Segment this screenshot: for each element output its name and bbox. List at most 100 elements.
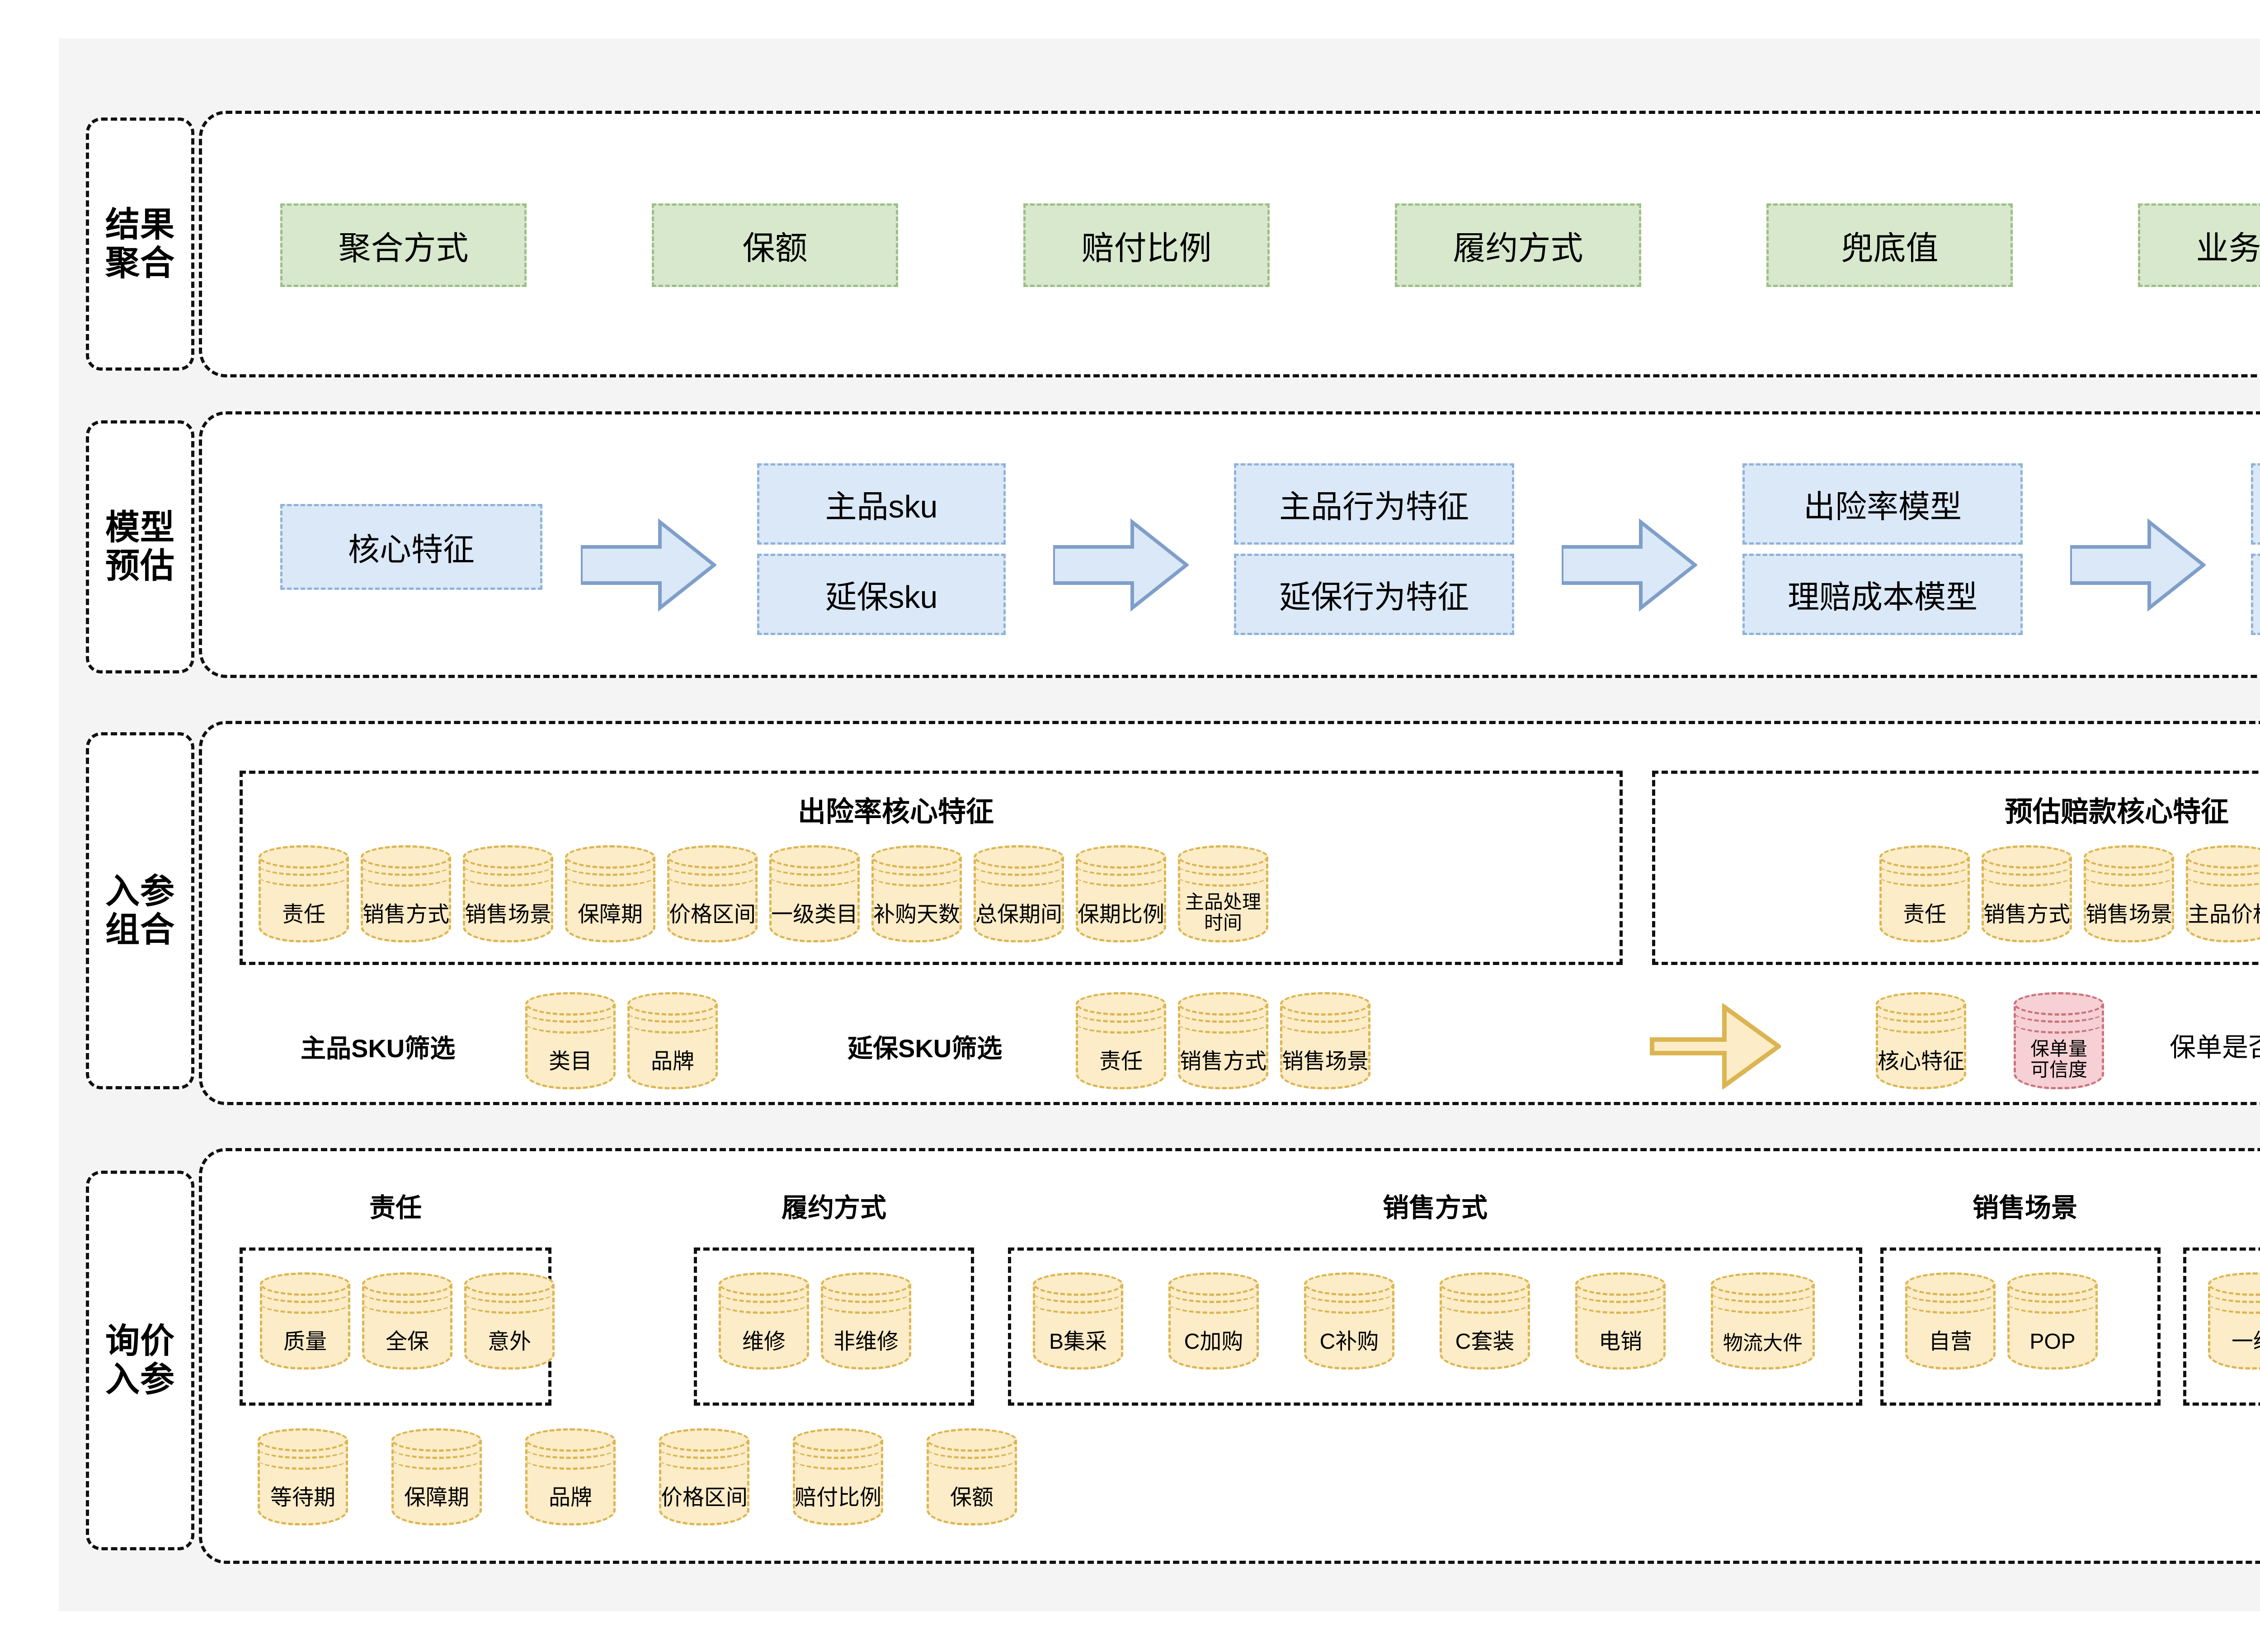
model-node-warranty-sku[interactable]: 延保sku [757,554,1006,635]
cylinder-level1[interactable]: 一级 [2208,1272,2260,1370]
cylinder-insured-amount[interactable]: 保额 [927,1428,1017,1525]
cylinder-claim-sales-method[interactable]: 销售方式 [1982,845,2072,942]
cylinder-claim-sales-scene[interactable]: 销售场景 [2084,845,2174,942]
cylinder-main-sku-category[interactable]: 类目 [525,992,616,1089]
cylinder-label: 类目 [548,1050,592,1074]
cylinder-label: C补购 [1319,1330,1379,1354]
cylinder-risk-responsibility[interactable]: 责任 [259,845,349,942]
panel-claim-core-features [1652,771,2260,965]
model-node-risk-rate-model[interactable]: 出险率模型 [1742,463,2023,545]
cylinder-repair[interactable]: 维修 [719,1272,809,1370]
model-node-risk-rate[interactable]: 出险率 [2251,463,2260,545]
cylinder-waiting-period[interactable]: 等待期 [258,1428,348,1525]
group-box-category [2183,1247,2260,1406]
cylinder-full-coverage[interactable]: 全保 [362,1272,452,1370]
cylinder-label: 非维修 [833,1330,899,1354]
cylinder-guarantee-period[interactable]: 保障期 [391,1428,482,1525]
group-title-fulfillment: 履约方式 [781,1193,886,1223]
cylinder-label: 主品价格 [2187,903,2260,927]
model-node-core-feature[interactable]: 核心特征 [280,504,542,590]
cylinder-label: 等待期 [270,1486,335,1510]
result-box-insured-amount[interactable]: 保额 [652,203,898,287]
result-box-aggregation-method[interactable]: 聚合方式 [280,203,527,287]
cylinder-risk-main-handling-time[interactable]: 主品处理 时间 [1178,845,1268,942]
cylinder-label: 全保 [385,1330,429,1354]
cylinder-label: B集采 [1049,1330,1107,1354]
cylinder-non-repair[interactable]: 非维修 [821,1272,911,1370]
model-node-claim-cost-model[interactable]: 理赔成本模型 [1742,554,2023,635]
cylinder-b-procurement[interactable]: B集采 [1033,1272,1123,1370]
output-note: 保单是否满期等 [2170,1033,2260,1062]
cylinder-risk-guarantee-period[interactable]: 保障期 [565,845,655,942]
cylinder-risk-sales-method[interactable]: 销售方式 [361,845,451,942]
group-title-sales-method: 销售方式 [1382,1193,1488,1223]
cylinder-telesales[interactable]: 电销 [1575,1272,1666,1370]
result-box-business-rule[interactable]: 业务规则 [2138,203,2260,287]
cylinder-c-repurchase[interactable]: C补购 [1304,1272,1394,1370]
cylinder-label: 价格区间 [669,903,756,927]
cylinder-risk-repurchase-days[interactable]: 补购天数 [871,845,962,942]
cylinder-label: 责任 [282,903,325,927]
cylinder-risk-total-period[interactable]: 总保期间 [974,845,1064,942]
cylinder-warranty-sku-responsibility[interactable]: 责任 [1076,992,1166,1089]
cylinder-payout-ratio[interactable]: 赔付比例 [793,1428,883,1525]
group-title-sales-scene: 销售场景 [1972,1193,2077,1223]
cylinder-risk-period-ratio[interactable]: 保期比例 [1076,845,1166,942]
model-node-main-behavior-feature[interactable]: 主品行为特征 [1234,463,1514,545]
panel-risk-core-features-title: 出险率核心特征 [798,796,994,828]
cylinder-label: 保单量 可信度 [2030,1038,2087,1080]
cylinder-quality[interactable]: 质量 [260,1272,350,1370]
cylinder-main-sku-brand[interactable]: 品牌 [627,992,718,1089]
cylinder-c-add-purchase[interactable]: C加购 [1168,1272,1259,1370]
cylinder-warranty-sku-sales-scene[interactable]: 销售场景 [1280,992,1370,1089]
model-arrow-1 [581,518,716,612]
cylinder-label: 价格区间 [660,1486,748,1510]
cylinder-label: 保障期 [577,903,643,927]
cylinder-label: 一级类目 [771,903,858,927]
cylinder-claim-responsibility[interactable]: 责任 [1879,845,1970,942]
cylinder-pop[interactable]: POP [2007,1272,2098,1370]
section-label-quote-input: 询价 入参 [86,1171,194,1550]
cylinder-accident[interactable]: 意外 [464,1272,555,1370]
model-node-main-sku[interactable]: 主品sku [757,463,1006,545]
cylinder-label: 保期比例 [1077,903,1164,927]
cylinder-label: 销售方式 [1179,1050,1267,1074]
cylinder-label: 赔付比例 [794,1486,881,1510]
result-box-floor-value[interactable]: 兜底值 [1766,203,2013,287]
cylinder-output-core-feature[interactable]: 核心特征 [1876,992,1966,1089]
cylinder-label: 补购天数 [873,903,960,927]
model-node-claim-cost[interactable]: 理赔成本 [2251,554,2260,635]
main-sku-filter-label: 主品SKU筛选 [301,1034,456,1063]
cylinder-label: 责任 [1099,1050,1143,1074]
cylinder-claim-main-price[interactable]: 主品价格 [2186,845,2260,942]
section-label-text: 入参 组合 [105,872,175,949]
cylinder-label: 销售场景 [464,903,551,927]
group-box-sales-method [1008,1247,1862,1406]
section-label-text: 模型预估 [105,508,175,585]
cylinder-label: 电销 [1598,1330,1642,1354]
cylinder-risk-price-range[interactable]: 价格区间 [667,845,758,942]
cylinder-label: 责任 [1902,903,1946,927]
cylinder-output-policy-confidence[interactable]: 保单量 可信度 [2014,992,2104,1089]
cylinder-price-range[interactable]: 价格区间 [659,1428,749,1525]
group-box-sales-scene [1880,1247,2161,1406]
cylinder-label: 物流大件 [1723,1332,1803,1354]
cylinder-risk-level1-category[interactable]: 一级类目 [769,845,860,942]
cylinder-self-operated[interactable]: 自营 [1905,1272,1996,1370]
cylinder-label: 销售场景 [2085,903,2172,927]
cylinder-risk-sales-scene[interactable]: 销售场景 [463,845,553,942]
section-label-text: 结果聚合 [105,205,175,282]
cylinder-warranty-sku-sales-method[interactable]: 销售方式 [1178,992,1268,1089]
section-label-result-aggregation: 结果聚合 [86,118,194,371]
model-node-warranty-behavior-feature[interactable]: 延保行为特征 [1234,554,1514,635]
cylinder-brand[interactable]: 品牌 [525,1428,616,1525]
cylinder-label: POP [2029,1330,2076,1354]
section-label-text: 询价 入参 [105,1322,175,1399]
cylinder-logistics-bulky[interactable]: 物流大件 [1711,1272,1815,1370]
cylinder-label: 保障期 [404,1486,469,1510]
warranty-sku-filter-label: 延保SKU筛选 [848,1034,1003,1063]
result-box-fulfillment-method[interactable]: 履约方式 [1395,203,1641,287]
cylinder-label: 保额 [950,1486,993,1510]
cylinder-c-bundle[interactable]: C套装 [1440,1272,1530,1370]
result-box-payout-ratio[interactable]: 赔付比例 [1023,203,1270,287]
